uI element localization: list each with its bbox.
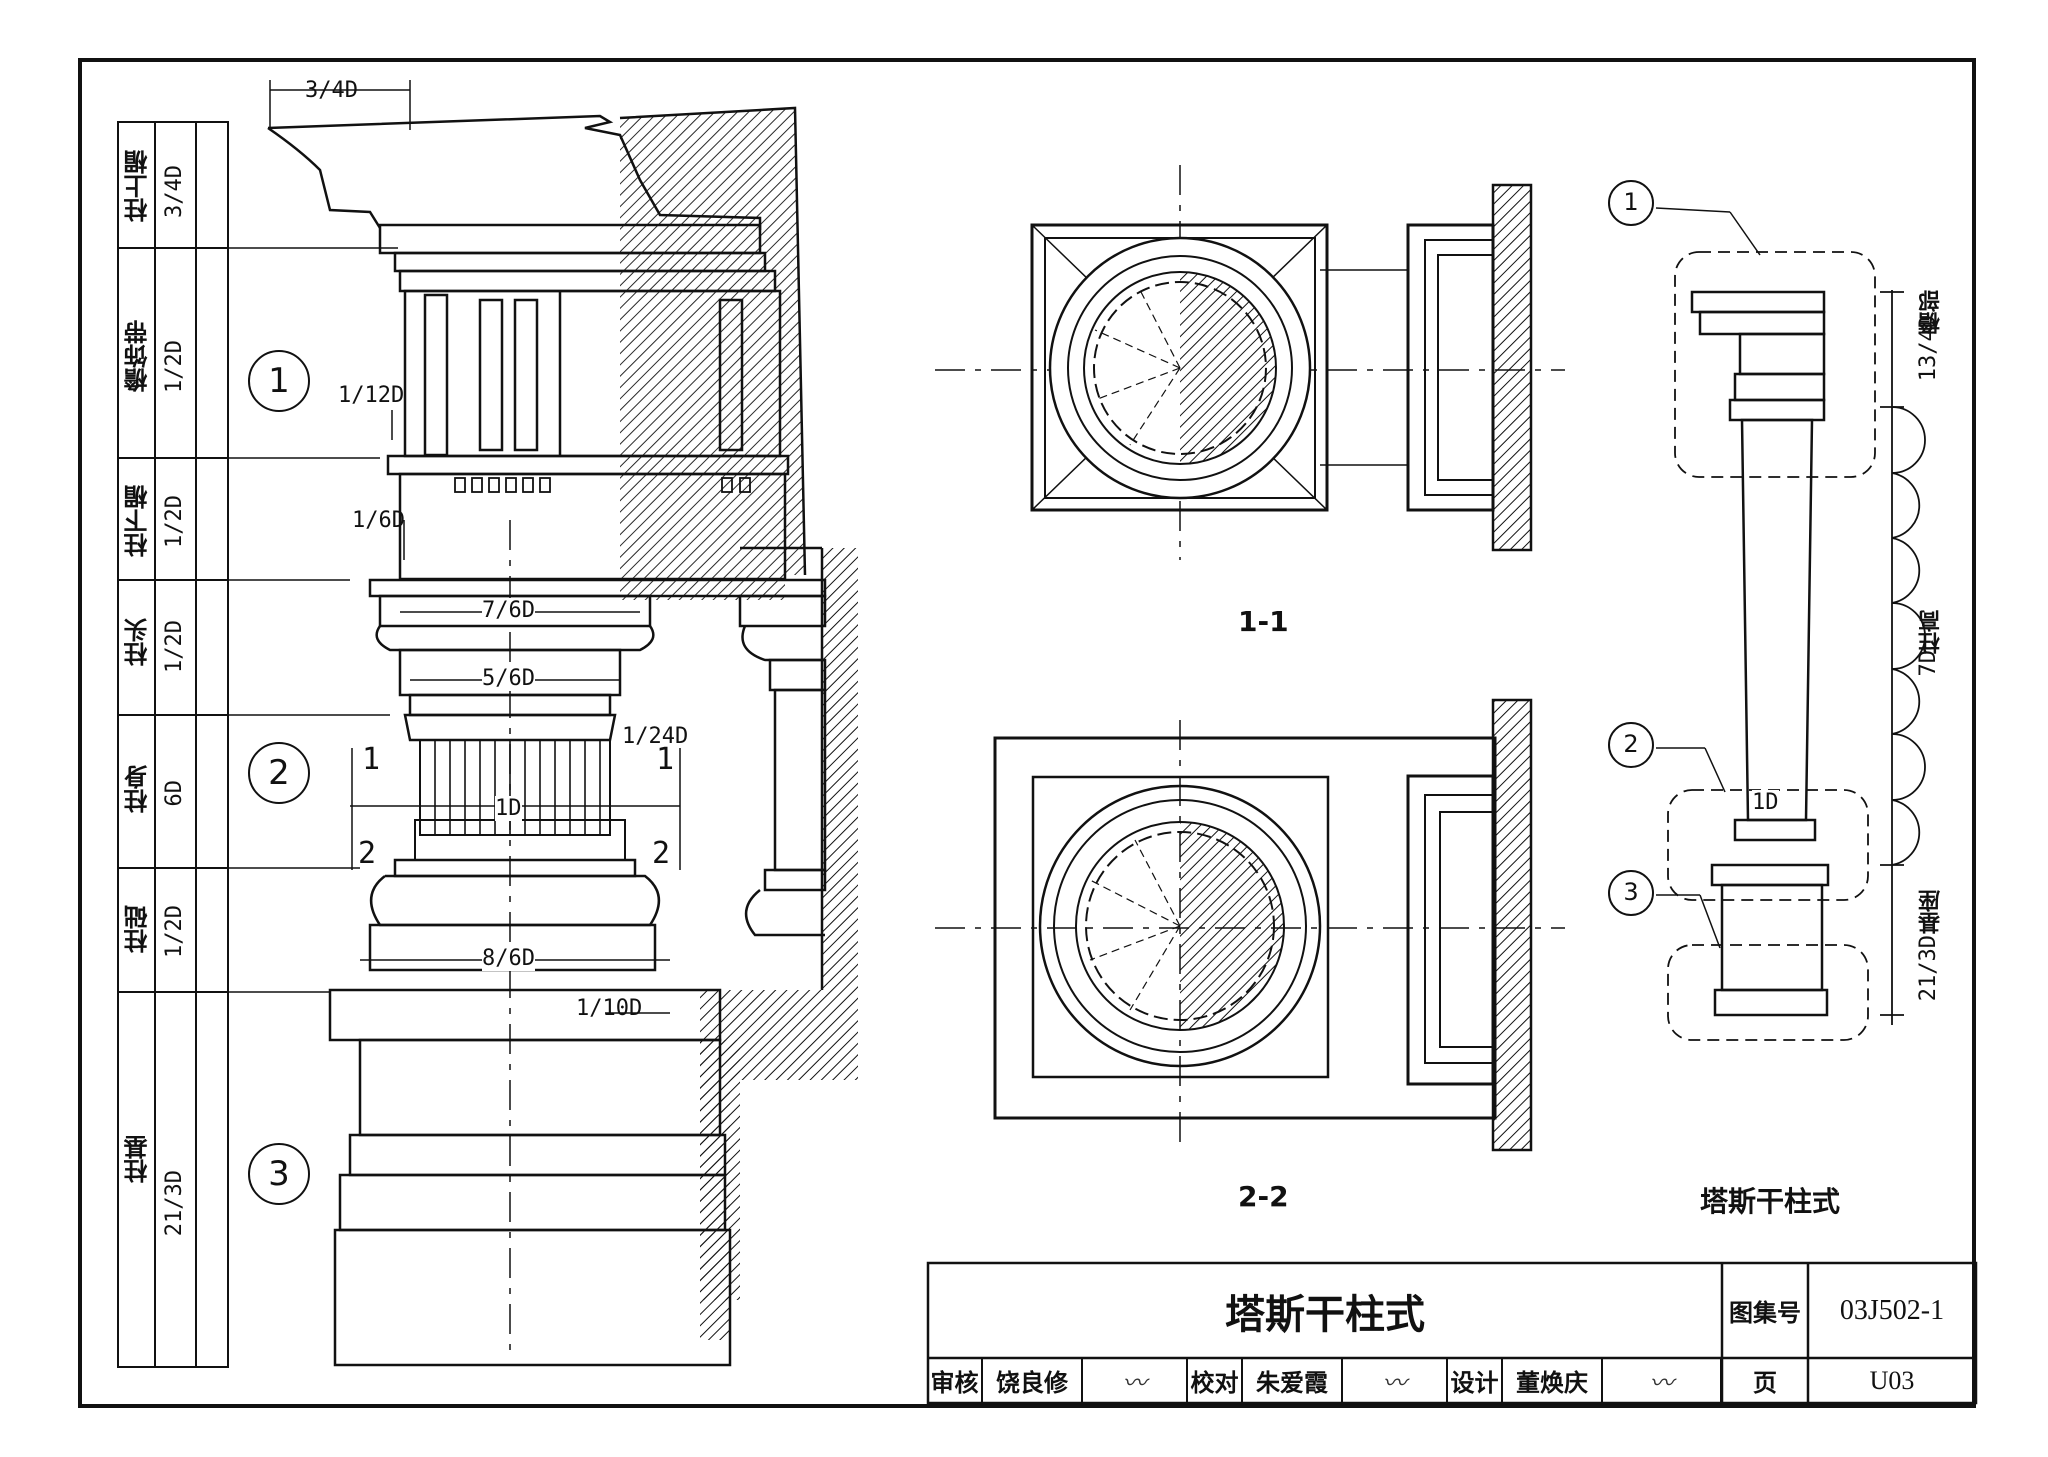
title-block-reviewer: 饶良修 xyxy=(983,1358,1083,1403)
title-block-lines xyxy=(926,1261,1978,1405)
overview-callout-3: 3 xyxy=(1608,870,1654,916)
group-label-pedestal: 柱基 xyxy=(124,1135,152,1183)
overview-dim-pedestal-label: 基座 xyxy=(1919,890,1944,934)
group-label-frieze: 檐饰带 xyxy=(124,320,152,392)
title-block-check-label: 校对 xyxy=(1188,1358,1243,1403)
group-label-shaft: 柱身 xyxy=(124,765,152,813)
group-size-cornice: 3/4D xyxy=(162,165,187,218)
dim-1-6: 1/6D xyxy=(352,508,405,533)
overview-callout-2: 2 xyxy=(1608,722,1654,768)
title-block-checker: 朱爱霞 xyxy=(1243,1358,1343,1403)
elevation-column xyxy=(328,520,827,1367)
title-block-page-no: U03 xyxy=(1869,1365,1915,1395)
group-label-capital: 柱头 xyxy=(124,618,152,666)
section-caption-2-2: 2-2 xyxy=(1238,1180,1289,1213)
elevation-side-column xyxy=(738,546,827,937)
overview-dim-pedestal-value: 21/3D xyxy=(1916,935,1941,1002)
overview-dim-entablature-label: 檐部 xyxy=(1919,290,1944,334)
dim-1-12: 1/12D xyxy=(338,383,405,408)
title-block-checker-signature: 〰 xyxy=(1343,1358,1448,1403)
title-block-designer-signature: 〰 xyxy=(1603,1358,1722,1403)
section-mark-2-left: 2 xyxy=(358,836,377,871)
dim-1-24: 1/24D xyxy=(622,724,689,749)
section-mark-1-right: 1 xyxy=(656,742,675,777)
overview-callout-1: 1 xyxy=(1608,180,1654,226)
overview-title: 塔斯干柱式 xyxy=(1700,1185,1841,1218)
group-label-base: 柱础 xyxy=(124,905,152,953)
title-block-atlas-no: 03J502-1 xyxy=(1839,1294,1945,1326)
title-block-reviewer-signature: 〰 xyxy=(1083,1358,1188,1403)
title-block-designer: 董焕庆 xyxy=(1503,1358,1603,1403)
overview-dim-column-label: 柱高 xyxy=(1919,610,1944,654)
section-mark-2-right: 2 xyxy=(652,836,671,871)
dim-top: 3/4D xyxy=(305,78,358,103)
group-size-pedestal: 21/3D xyxy=(162,1170,187,1237)
group-size-base: 1/2D xyxy=(162,905,187,958)
title-block: 塔斯干柱式 图集号 03J502-1 审核 饶良修 〰 校对 朱爱霞 〰 设计 … xyxy=(928,1263,1976,1403)
drawing-sheet xyxy=(78,58,1976,1408)
section-2-2 xyxy=(935,698,1565,1152)
group-size-shaft: 6D xyxy=(162,780,187,807)
group-size-architrave: 1/2D xyxy=(162,495,187,548)
group-label-cornice: 柱上楣 xyxy=(124,150,152,222)
dim-8-6: 8/6D xyxy=(482,946,535,971)
section-mark-1-left: 1 xyxy=(362,742,381,777)
marker-2: 2 xyxy=(248,742,310,804)
title-block-main-title: 塔斯干柱式 xyxy=(1225,1291,1425,1338)
section-caption-1-1: 1-1 xyxy=(1238,605,1289,638)
order-overview xyxy=(1655,207,1926,1041)
title-block-page-label: 页 xyxy=(1753,1369,1777,1397)
dim-7-6: 7/6D xyxy=(482,598,535,623)
group-size-capital: 1/2D xyxy=(162,620,187,673)
title-block-atlas-label: 图集号 xyxy=(1729,1299,1801,1327)
label-column xyxy=(117,121,398,1368)
overview-dim-1d: 1D xyxy=(1752,790,1779,815)
marker-1: 1 xyxy=(248,350,310,412)
marker-3: 3 xyxy=(248,1143,310,1205)
dim-1d: 1D xyxy=(495,796,522,821)
group-label-architrave: 柱下楣 xyxy=(124,485,152,557)
dim-5-6: 5/6D xyxy=(482,666,535,691)
dim-1-10: 1/10D xyxy=(576,996,643,1021)
title-block-review-label: 审核 xyxy=(928,1358,983,1403)
section-1-1 xyxy=(935,165,1565,560)
title-block-design-label: 设计 xyxy=(1448,1358,1503,1403)
group-size-frieze: 1/2D xyxy=(162,340,187,393)
